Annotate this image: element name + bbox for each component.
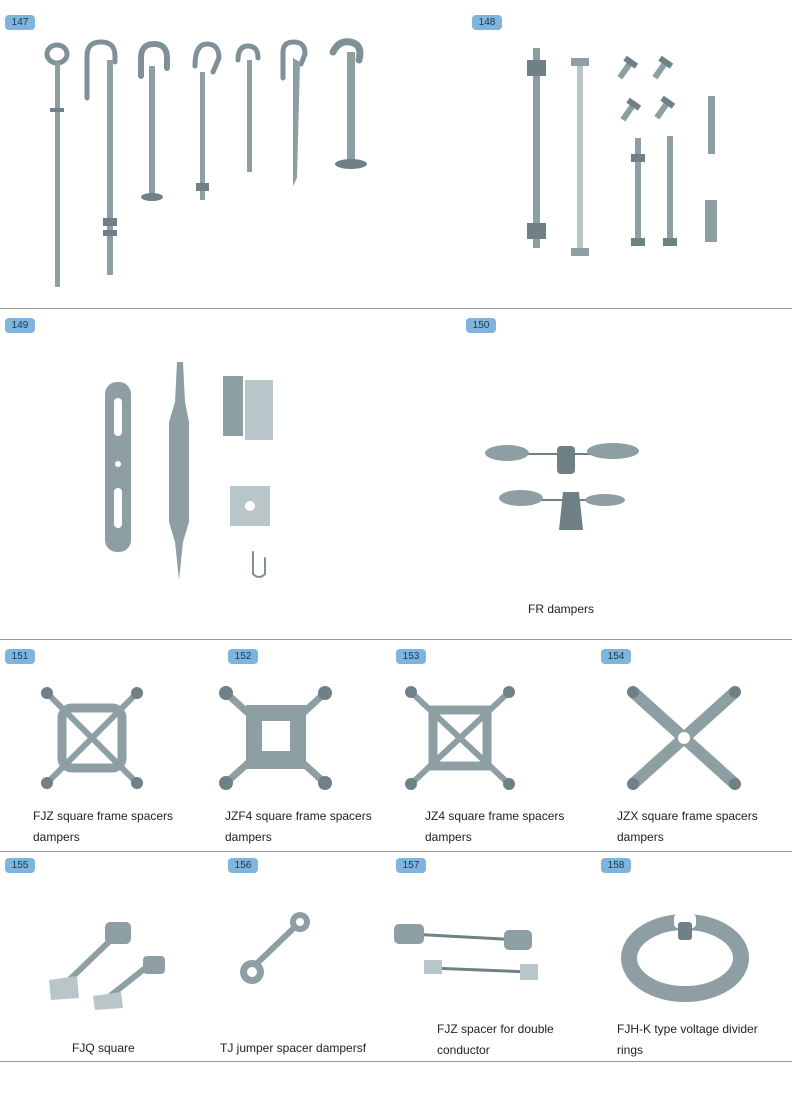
section-divider	[0, 1061, 792, 1062]
plates-photo	[105, 362, 273, 580]
section-divider	[0, 851, 792, 852]
bolts-photo	[527, 48, 717, 256]
jumper-spacer-photo	[240, 912, 310, 984]
caption: dampers	[425, 830, 472, 844]
caption: JZ4 square frame spacers	[425, 809, 565, 823]
caption: rings	[617, 1043, 644, 1057]
item-number-badge: 151	[5, 649, 35, 664]
caption: FJQ square	[72, 1041, 135, 1055]
caption: FR dampers	[528, 602, 595, 616]
spacer-fjz-photo	[41, 687, 143, 789]
caption: conductor	[437, 1043, 490, 1057]
caption: dampers	[617, 830, 664, 844]
spacer-jzx-photo	[627, 686, 741, 790]
caption: TJ jumper spacer dampersf	[220, 1041, 367, 1055]
item-number-badge: 156	[228, 858, 258, 873]
hook-bolts-photo	[44, 38, 367, 287]
section-divider	[0, 639, 792, 640]
caption: FJZ spacer for double	[437, 1022, 554, 1036]
spacer-fjq-photo	[49, 922, 165, 1010]
caption: dampers	[225, 830, 272, 844]
voltage-divider-ring-photo	[621, 914, 749, 1002]
caption: JZF4 square frame spacers	[225, 809, 372, 823]
caption: dampers	[33, 830, 80, 844]
item-number-badge: 150	[466, 318, 496, 333]
item-number-badge: 153	[396, 649, 426, 664]
fjz-spacer-double-photo	[394, 924, 538, 980]
item-number-badge: 152	[228, 649, 258, 664]
caption: FJH-K type voltage divider	[617, 1022, 758, 1036]
caption: JZX square frame spacers	[617, 809, 758, 823]
item-number-badge: 149	[5, 318, 35, 333]
section-divider	[0, 308, 792, 309]
spacer-jzf4-photo	[219, 686, 332, 790]
item-number-badge: 157	[396, 858, 426, 873]
item-number-badge: 148	[472, 15, 502, 30]
item-number-badge: 158	[601, 858, 631, 873]
item-number-badge: 155	[5, 858, 35, 873]
fr-dampers-photo	[485, 443, 639, 530]
spacer-jz4-photo	[405, 686, 515, 790]
item-number-badge: 147	[5, 15, 35, 30]
caption: FJZ square frame spacers	[33, 809, 174, 823]
item-number-badge: 154	[601, 649, 631, 664]
